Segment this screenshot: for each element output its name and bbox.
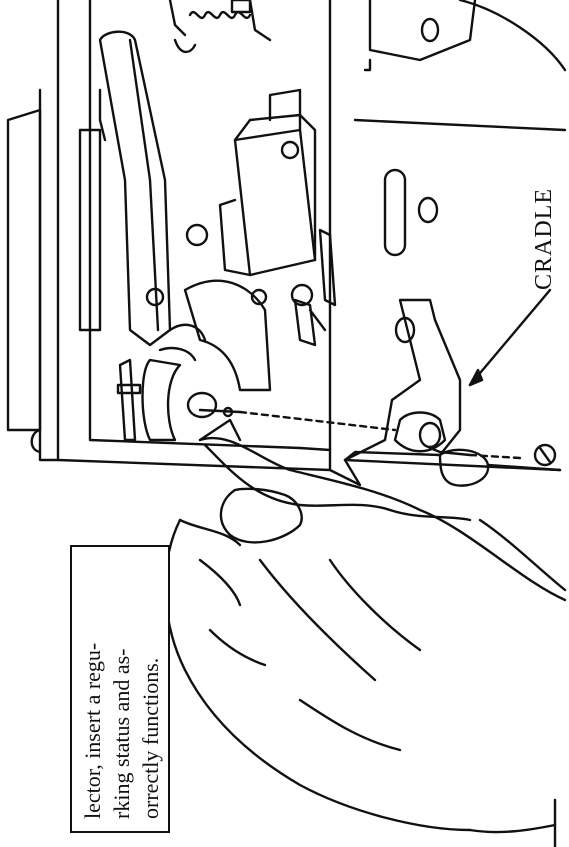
- cradle-leader-line: [468, 288, 552, 387]
- note-line-2: rking status and as-: [109, 648, 134, 819]
- frame-holes: [383, 17, 440, 344]
- e-ring: [468, 443, 557, 467]
- frame-screw: [186, 391, 397, 432]
- sector-arc: [158, 279, 272, 392]
- hand: [164, 436, 567, 847]
- coin-path: [116, 358, 242, 442]
- note-line-3: orrectly functions.: [138, 657, 163, 819]
- cradle: [343, 298, 562, 487]
- cradle-label: CRADLE: [531, 188, 557, 290]
- mechanism-frame: [6, 0, 567, 487]
- instruction-note-box: lector, insert a regu- rking status and …: [70, 545, 170, 833]
- main-lever: [78, 30, 172, 347]
- solenoid-block: [218, 88, 317, 277]
- top-springs: [168, 0, 272, 54]
- shafts-pins: [145, 223, 337, 347]
- note-line-1: lector, insert a regu-: [80, 642, 105, 819]
